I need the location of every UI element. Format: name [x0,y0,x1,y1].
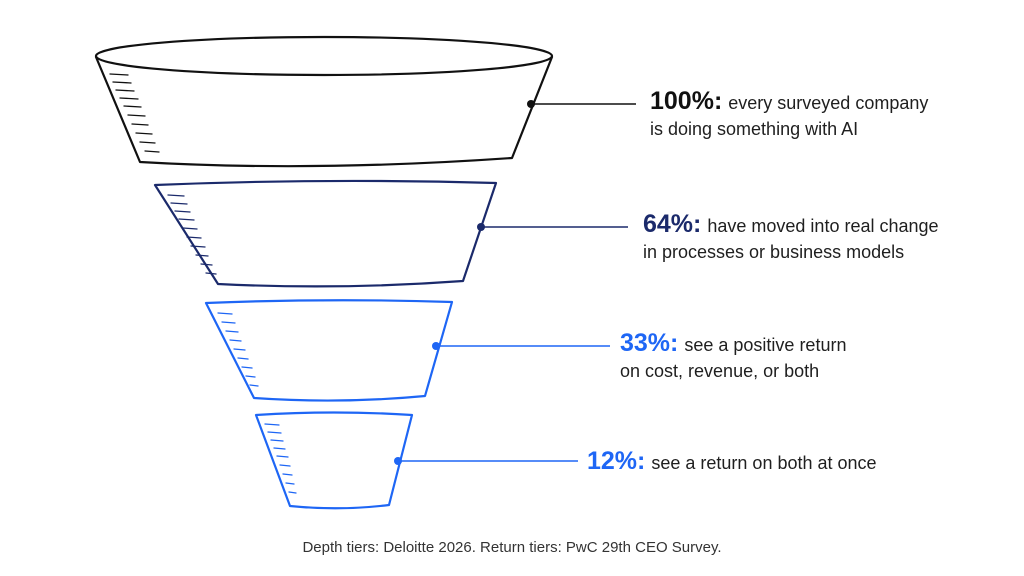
tier-1-hatching [109,73,160,153]
tier-1-text-line2: is doing something with AI [650,119,859,139]
tier-4-label: 12%:see a return on both at once [587,448,877,476]
tier-1-percent: 100%: [650,87,723,115]
tier-2-label: 64%:have moved into real change in proce… [643,211,939,265]
tier-4-hatching [264,423,297,494]
funnel-tier-3 [204,299,454,402]
tier-1-label: 100%:every surveyed company is doing som… [650,88,928,142]
tier-3-text-line1: see a positive return [684,335,847,355]
tier-3-text-line2: on cost, revenue, or both [620,361,820,381]
tier-4-text-line1: see a return on both at once [651,453,877,473]
tier-4-percent: 12%: [587,447,646,475]
source-footnote: Depth tiers: Deloitte 2026. Return tiers… [302,539,722,556]
tier-2-text-line2: in processes or business models [643,242,905,262]
tier-2-percent: 64%: [643,210,702,238]
tier-3-percent: 33%: [620,329,679,357]
funnel-tier-4 [254,411,414,510]
tier-2-hatching [167,194,217,275]
funnel-tier-2 [153,179,498,288]
funnel-tier-1 [94,35,554,168]
tier-2-text-line1: have moved into real change [707,216,939,236]
leader-line-3 [432,342,610,350]
leader-line-2 [477,223,628,231]
tier-3-hatching [217,312,259,387]
tier-3-label: 33%:see a positive return on cost, reven… [620,330,846,384]
leader-line-4 [394,457,578,465]
leader-line-1 [527,100,636,108]
tier-1-text-line1: every surveyed company [728,93,929,113]
